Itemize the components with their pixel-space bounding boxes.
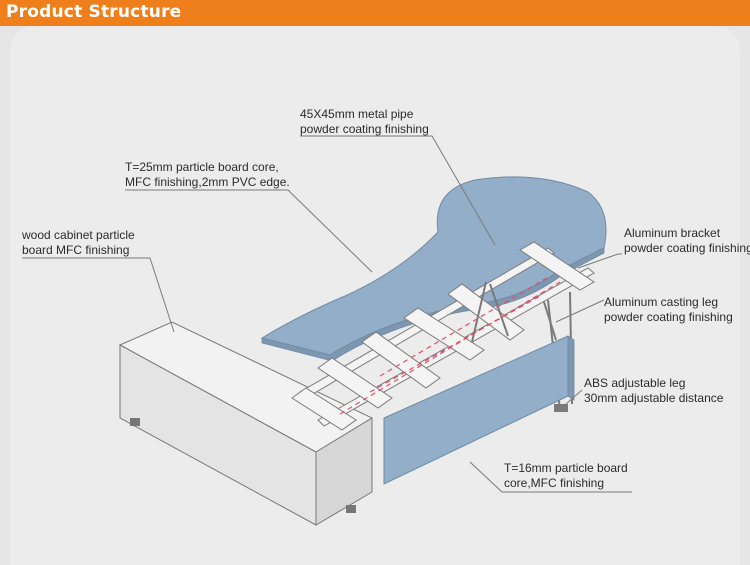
frame-crossbar-2 bbox=[317, 357, 393, 409]
leader-casting-leg bbox=[555, 299, 605, 323]
cabinet-side bbox=[315, 417, 373, 526]
leader-cabinet bbox=[22, 257, 175, 333]
leader-desktop bbox=[125, 189, 373, 273]
label-metal-pipe: 45X45mm metal pipe powder coating finish… bbox=[300, 107, 429, 136]
leader-modesty-panel bbox=[469, 461, 632, 493]
label-cabinet: wood cabinet particle board MFC finishin… bbox=[22, 228, 135, 257]
label-adjustable-leg: ABS adjustable leg 30mm adjustable dista… bbox=[584, 376, 724, 405]
label-modesty-panel: T=16mm particle board core,MFC finishing bbox=[504, 461, 628, 490]
leader-bracket bbox=[577, 253, 622, 269]
leader-adjustable-leg bbox=[565, 389, 583, 405]
label-desktop: T=25mm particle board core, MFC finishin… bbox=[125, 160, 290, 189]
cabinet-foot-right bbox=[346, 505, 356, 513]
cable-dashed-line bbox=[339, 275, 561, 415]
label-casting-leg: Aluminum casting leg powder coating fini… bbox=[604, 295, 733, 324]
leader-metal-pipe bbox=[300, 135, 496, 246]
adjustable-foot bbox=[554, 404, 568, 412]
cabinet-foot-left bbox=[130, 418, 140, 426]
frame-crossbar-4 bbox=[403, 307, 485, 361]
frame-crossbar-1 bbox=[291, 387, 357, 431]
frame-crossbar-6 bbox=[519, 241, 595, 291]
modesty-panel-edge bbox=[567, 335, 575, 401]
header-bar bbox=[0, 0, 750, 26]
page-title: Product Structure bbox=[6, 2, 182, 22]
callout-leaders bbox=[22, 135, 632, 493]
label-bracket: Aluminum bracket powder coating finishin… bbox=[624, 226, 750, 255]
